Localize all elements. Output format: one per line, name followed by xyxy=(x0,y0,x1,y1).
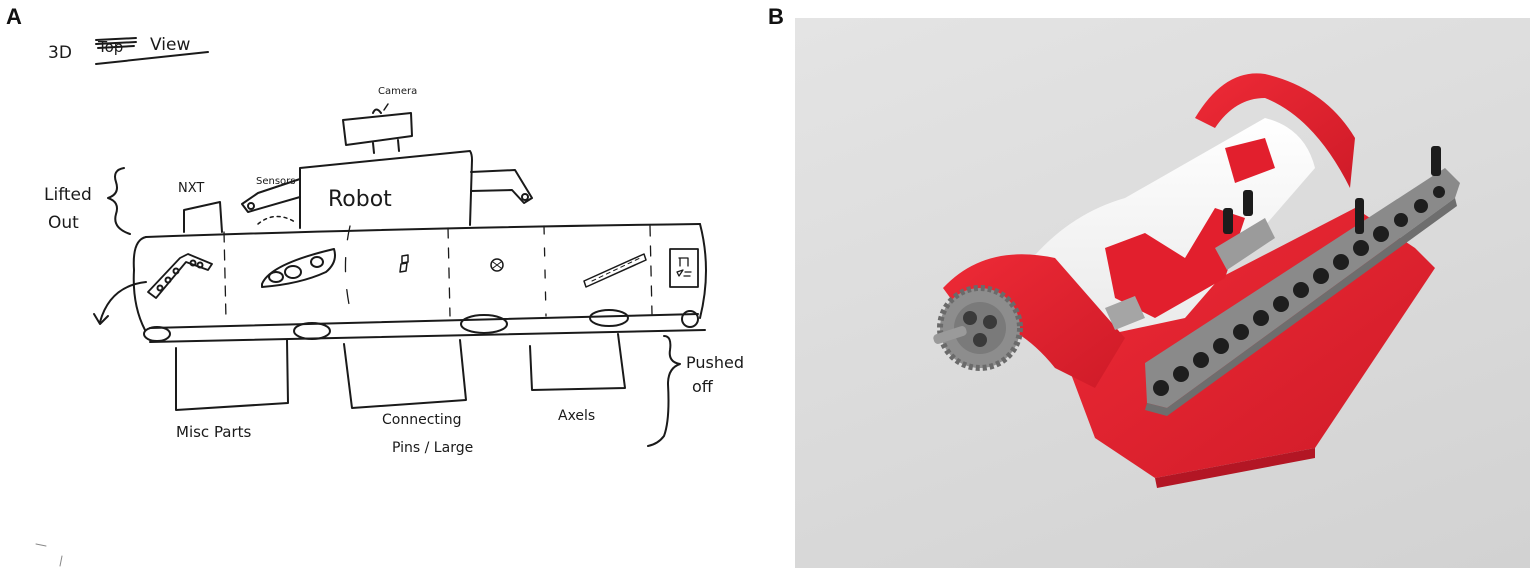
nxt-drawing: NXT xyxy=(178,181,223,233)
sorting-bins: Misc Parts Connecting Pins / Large Axels xyxy=(175,333,626,456)
lifted-out-line2: Out xyxy=(48,213,79,233)
sketch-panel: 3D Top View Camera Robot Sensors NXT Lif… xyxy=(35,35,744,567)
lifted-out-annotation: Lifted Out xyxy=(44,167,131,235)
tape-loop-back xyxy=(1195,73,1355,188)
pushed-off-line1: Pushed xyxy=(686,353,744,372)
robot-drawing: Robot Sensors xyxy=(241,150,533,229)
title-view: View xyxy=(150,35,190,55)
pushed-off-annotation: Pushed off xyxy=(647,335,744,447)
panel-label-b: B xyxy=(768,4,784,29)
sketch-title: 3D Top View xyxy=(48,35,209,65)
prototype-illustration xyxy=(933,73,1460,488)
bin-axels-label: Axels xyxy=(558,408,595,424)
nxt-label: NXT xyxy=(178,181,204,196)
camera-drawing: Camera xyxy=(342,86,417,154)
prototype-photo xyxy=(795,18,1530,568)
panel-label-a: A xyxy=(6,4,22,29)
robot-label: Robot xyxy=(328,187,392,212)
pushed-off-line2: off xyxy=(692,377,714,396)
camera-label: Camera xyxy=(378,86,417,97)
bin-connecting-pins-label-2: Pins / Large xyxy=(392,440,473,456)
bin-connecting-pins-label-1: Connecting xyxy=(382,412,462,428)
lego-beam xyxy=(1145,168,1460,416)
gear xyxy=(933,285,1023,371)
bin-misc-parts-label: Misc Parts xyxy=(176,423,252,441)
conveyor-belt-drawing xyxy=(93,223,707,343)
sensors-label: Sensors xyxy=(256,176,296,187)
title-prefix: 3D xyxy=(48,43,72,63)
lifted-out-line1: Lifted xyxy=(44,185,92,205)
